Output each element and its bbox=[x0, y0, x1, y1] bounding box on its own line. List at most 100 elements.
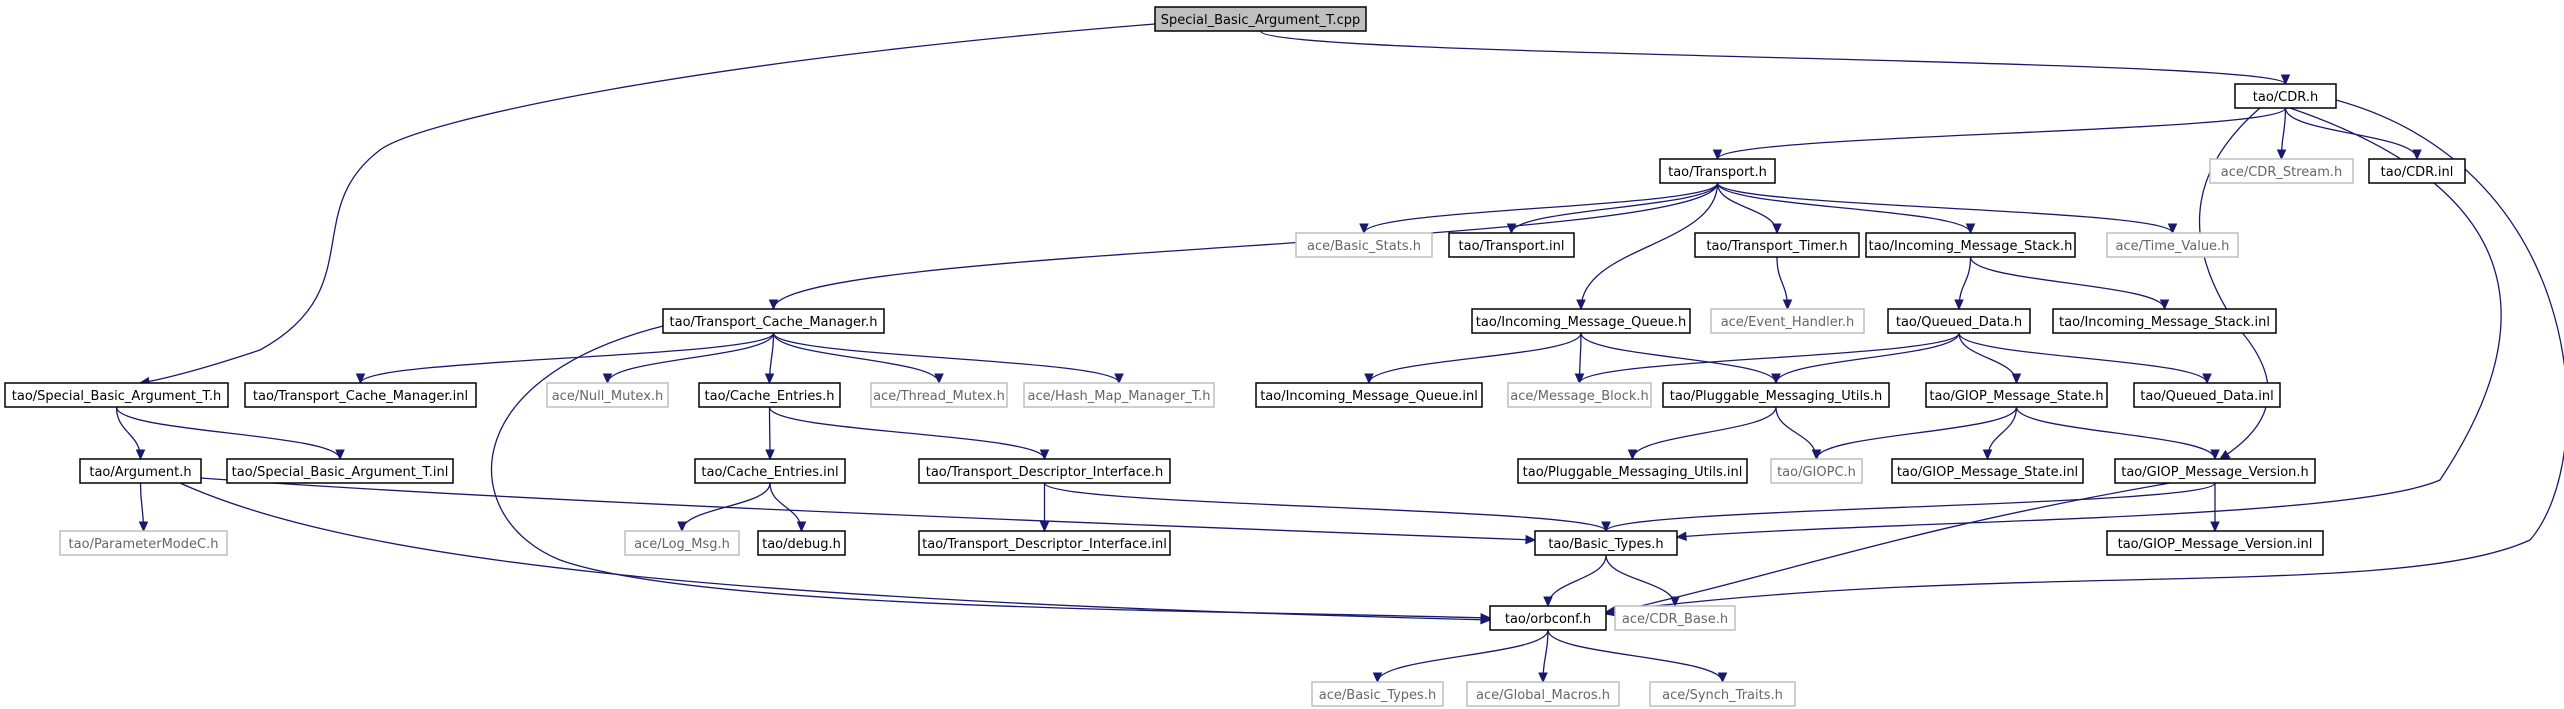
edge-line bbox=[1775, 406, 1818, 460]
node-ace-synch-traits[interactable]: ace/Synch_Traits.h bbox=[1649, 681, 1796, 707]
node-label: tao/Transport_Descriptor_Interface.inl bbox=[922, 537, 1167, 552]
node-parammode-h[interactable]: tao/ParameterModeC.h bbox=[59, 530, 228, 556]
edge-cache_entries_h-to-cache_entries_inl bbox=[765, 406, 775, 461]
node-sbat-inl[interactable]: tao/Special_Basic_Argument_T.inl bbox=[226, 458, 454, 484]
node-cache-entries-h[interactable]: tao/Cache_Entries.h bbox=[698, 382, 841, 408]
node-cache-entries-inl[interactable]: tao/Cache_Entries.inl bbox=[694, 458, 846, 484]
node-ace-thread-mutex[interactable]: ace/Thread_Mutex.h bbox=[870, 382, 1008, 408]
edges-layer bbox=[115, 23, 2564, 684]
edge-line bbox=[200, 477, 1536, 541]
edge-arrowhead bbox=[602, 373, 613, 385]
edge-argument_h-to-basic_types_h bbox=[200, 477, 1537, 545]
node-label: tao/Transport.h bbox=[1668, 165, 1767, 180]
edge-arrowhead bbox=[1359, 223, 1369, 235]
edge-arrowhead bbox=[135, 449, 146, 461]
node-tcm-inl[interactable]: tao/Transport_Cache_Manager.inl bbox=[244, 382, 477, 408]
edge-giop_state_h-to-giop_state_inl bbox=[1982, 406, 2018, 461]
edge-arrowhead bbox=[2159, 299, 2170, 311]
node-label: ace/Basic_Types.h bbox=[1319, 688, 1436, 703]
node-sbat-h[interactable]: tao/Special_Basic_Argument_T.h bbox=[4, 382, 229, 408]
edge-line bbox=[768, 406, 1046, 460]
edge-incoming_stack-to-queued_data_h bbox=[1954, 256, 1972, 311]
node-box bbox=[2234, 83, 2337, 109]
edge-arrowhead bbox=[1670, 596, 1680, 608]
edge-imq_h-to-imq_inl bbox=[1364, 332, 1582, 385]
node-pmu-h[interactable]: tao/Pluggable_Messaging_Utils.h bbox=[1662, 382, 1890, 408]
edge-cdr_h-to-transport_h bbox=[1712, 107, 2287, 161]
node-ace-message-block[interactable]: ace/Message_Block.h bbox=[1507, 382, 1652, 408]
edge-line bbox=[115, 406, 341, 460]
node-giop-state-h[interactable]: tao/GIOP_Message_State.h bbox=[1925, 382, 2108, 408]
node-giop-version-h[interactable]: tao/GIOP_Message_Version.h bbox=[2114, 458, 2316, 484]
edge-arrowhead bbox=[2276, 149, 2287, 161]
node-basic-types-h[interactable]: tao/Basic_Types.h bbox=[1534, 530, 1678, 556]
edge-line bbox=[2015, 406, 2216, 460]
edge-transport_h-to-incoming_stack bbox=[1716, 182, 1976, 235]
node-label: tao/Transport_Cache_Manager.inl bbox=[253, 389, 468, 404]
node-label: tao/CDR.h bbox=[2253, 90, 2318, 105]
edge-orbconf_h-to-ace_basic_types bbox=[1372, 629, 1549, 684]
node-giop-version-inl[interactable]: tao/GIOP_Message_Version.inl bbox=[2106, 530, 2324, 556]
edge-line bbox=[1631, 406, 1777, 460]
edge-tcm_h-to-ace_null_mutex bbox=[602, 332, 775, 385]
edge-line bbox=[1578, 332, 1960, 384]
node-ace-basic-stats[interactable]: ace/Basic_Stats.h bbox=[1295, 232, 1433, 258]
edge-arrowhead bbox=[2167, 223, 2178, 235]
node-root[interactable]: Special_Basic_Argument_T.cpp bbox=[1154, 6, 1367, 32]
node-box bbox=[59, 530, 228, 556]
node-tcm-h[interactable]: tao/Transport_Cache_Manager.h bbox=[662, 308, 885, 334]
edge-line bbox=[1969, 256, 2166, 310]
node-ace-hash-map[interactable]: ace/Hash_Map_Manager_T.h bbox=[1023, 382, 1215, 408]
edge-arrowhead bbox=[2011, 373, 2022, 385]
node-label: ace/Thread_Mutex.h bbox=[873, 389, 1005, 404]
node-argument-h[interactable]: tao/Argument.h bbox=[79, 458, 202, 484]
node-ace-cdr-stream[interactable]: ace/CDR_Stream.h bbox=[2209, 158, 2354, 184]
node-pmu-inl[interactable]: tao/Pluggable_Messaging_Utils.inl bbox=[1517, 458, 1748, 484]
node-orbconf-h[interactable]: tao/orbconf.h bbox=[1489, 605, 1607, 631]
node-imq-inl[interactable]: tao/Incoming_Message_Queue.inl bbox=[1255, 382, 1483, 408]
edge-arrowhead bbox=[1543, 596, 1553, 608]
node-giopc-h[interactable]: tao/GIOPC.h bbox=[1770, 458, 1863, 484]
node-tdi-h[interactable]: tao/Transport_Descriptor_Interface.h bbox=[918, 458, 1171, 484]
node-box bbox=[4, 382, 229, 408]
node-ace-cdr-base[interactable]: ace/CDR_Base.h bbox=[1614, 605, 1736, 631]
edge-line bbox=[1547, 554, 1607, 607]
node-box bbox=[244, 382, 477, 408]
edge-line bbox=[1605, 482, 2216, 532]
edge-basic_types_h-to-orbconf_h bbox=[1543, 554, 1607, 608]
node-transport-timer[interactable]: tao/Transport_Timer.h bbox=[1694, 232, 1860, 258]
edge-arrowhead bbox=[1811, 449, 1822, 461]
node-imq-h[interactable]: tao/Incoming_Message_Queue.h bbox=[1471, 308, 1691, 334]
node-ace-basic-types[interactable]: ace/Basic_Types.h bbox=[1311, 681, 1444, 707]
edge-arrowhead bbox=[1601, 521, 1611, 533]
edge-arrowhead bbox=[1712, 149, 1723, 161]
node-queued-data-h[interactable]: tao/Queued_Data.h bbox=[1887, 308, 2031, 334]
node-cdr-inl[interactable]: tao/CDR.inl bbox=[2368, 158, 2466, 184]
node-transport-h[interactable]: tao/Transport.h bbox=[1659, 158, 1776, 184]
node-ace-log-msg[interactable]: ace/Log_Msg.h bbox=[624, 530, 740, 556]
node-label: tao/Incoming_Message_Queue.h bbox=[1476, 315, 1686, 330]
node-ace-null-mutex[interactable]: ace/Null_Mutex.h bbox=[546, 382, 669, 408]
edge-line bbox=[1605, 482, 2171, 615]
node-cdr-h[interactable]: tao/CDR.h bbox=[2234, 83, 2337, 109]
node-incoming-stack[interactable]: tao/Incoming_Message_Stack.h bbox=[1865, 232, 2076, 258]
edge-line bbox=[1605, 554, 1676, 607]
node-box bbox=[870, 382, 1008, 408]
node-ace-time-value[interactable]: ace/Time_Value.h bbox=[2106, 232, 2239, 258]
node-label: ace/Log_Msg.h bbox=[634, 537, 730, 552]
node-queued-data-inl[interactable]: tao/Queued_Data.inl bbox=[2133, 382, 2281, 408]
node-box bbox=[1466, 681, 1620, 707]
edge-arrowhead bbox=[1114, 373, 1124, 385]
edge-line bbox=[1376, 629, 1549, 683]
node-ace-global-macros[interactable]: ace/Global_Macros.h bbox=[1466, 681, 1620, 707]
edge-giop_version_h-to-giop_version_inl bbox=[2210, 482, 2220, 533]
edge-giop_version_h-to-orbconf_h bbox=[1604, 482, 2171, 617]
node-giop-state-inl[interactable]: tao/GIOP_Message_State.inl bbox=[1891, 458, 2084, 484]
node-label: tao/GIOP_Message_Version.inl bbox=[2118, 537, 2313, 552]
node-ace-event-handler[interactable]: ace/Event_Handler.h bbox=[1710, 308, 1865, 334]
edge-arrowhead bbox=[1965, 223, 1976, 235]
node-tdi-inl[interactable]: tao/Transport_Descriptor_Interface.inl bbox=[918, 530, 1171, 556]
node-debug-h[interactable]: tao/debug.h bbox=[757, 530, 846, 556]
node-transport-inl[interactable]: tao/Transport.inl bbox=[1448, 232, 1575, 258]
node-incoming-stack-inl[interactable]: tao/Incoming_Message_Stack.inl bbox=[2052, 308, 2277, 334]
